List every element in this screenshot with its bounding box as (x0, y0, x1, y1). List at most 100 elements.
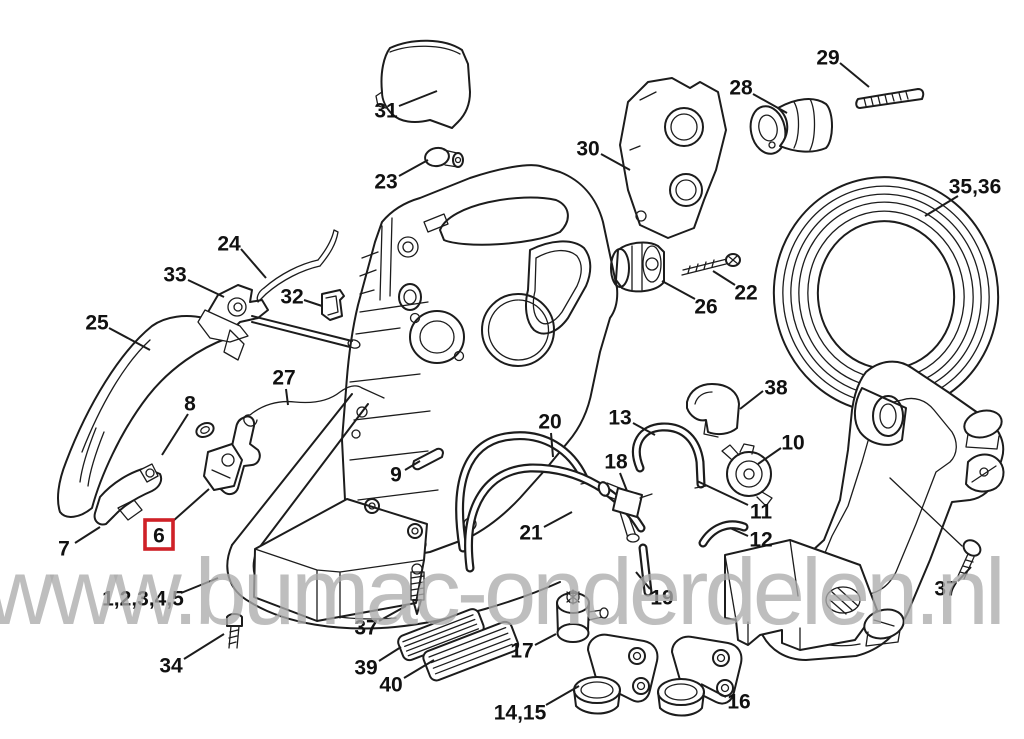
part-bracket-32 (321, 289, 345, 321)
part-number-label-26: 26 (694, 296, 717, 319)
callout-24: 24 (217, 233, 267, 279)
part-hose-12 (698, 520, 749, 548)
leader-line-27 (285, 388, 289, 406)
leader-line-16 (700, 683, 727, 698)
callout-22: 22 (712, 270, 758, 305)
leader-line-33 (187, 279, 225, 298)
leader-line-20 (550, 432, 554, 458)
part-pad-40 (422, 620, 520, 682)
part-cap-38 (686, 383, 740, 438)
part-number-label-40: 40 (379, 674, 402, 697)
part-fuel-filter (556, 589, 609, 643)
leader-line-24 (240, 248, 267, 279)
part-latch (965, 453, 1005, 493)
callout-9: 9 (390, 460, 421, 487)
part-top-shroud (375, 39, 471, 129)
leader-line-29 (839, 62, 870, 88)
part-number-label-24: 24 (217, 233, 241, 256)
callout-12: 12 (729, 527, 773, 552)
part-hose-13 (631, 422, 707, 489)
part-interlock-washer (195, 421, 215, 439)
part-knob-bottom (863, 608, 905, 647)
highlight-box-6 (143, 518, 175, 551)
part-number-label-7: 7 (58, 538, 70, 561)
part-stud-29 (855, 88, 925, 109)
leader-line-6 (172, 488, 210, 522)
callout-40: 40 (379, 659, 435, 697)
callout-27: 27 (272, 367, 296, 406)
leader-line-21 (543, 511, 573, 528)
leader-line-39 (378, 646, 402, 662)
leader-line-17 (534, 633, 557, 646)
part-number-label-19: 19 (650, 587, 673, 610)
part-nut-23 (424, 146, 464, 168)
part-number-label-14-15: 14,15 (494, 702, 547, 725)
part-number-label-35-36: 35,36 (949, 176, 1002, 199)
callout-16: 16 (700, 683, 751, 714)
part-number-label-32: 32 (280, 286, 303, 309)
part-number-label-8: 8 (184, 393, 196, 416)
leader-line-34 (183, 633, 225, 660)
part-pin-9 (412, 447, 444, 471)
callout-38: 38 (739, 377, 788, 410)
leader-line-12 (729, 527, 749, 537)
leader-line-23 (398, 159, 429, 177)
callout-19: 19 (635, 571, 674, 610)
part-number-label-23: 23 (374, 171, 397, 194)
leader-line-8 (161, 413, 189, 456)
part-number-label-34: 34 (159, 655, 183, 678)
callout-6: 6 (143, 488, 210, 551)
leader-line-13 (632, 422, 656, 436)
part-number-label-29: 29 (816, 47, 839, 70)
leader-line-25 (108, 327, 151, 351)
leader-line-37-left (378, 605, 407, 622)
part-number-label-33: 33 (163, 264, 186, 287)
part-choke-rod (256, 229, 339, 303)
callout-34: 34 (159, 633, 225, 678)
part-pad-39 (397, 608, 485, 662)
leader-line-7 (74, 526, 101, 544)
leader-line-31 (398, 90, 438, 107)
part-carb-box (253, 498, 428, 622)
part-number-label-18: 18 (604, 451, 628, 474)
part-number-label-13: 13 (608, 407, 631, 430)
callout-13: 13 (608, 407, 656, 436)
part-number-label-39: 39 (354, 657, 377, 680)
callout-8: 8 (161, 393, 196, 456)
part-number-label-1-2-3-4-5: 1,2,3,4,5 (102, 588, 184, 611)
part-av-buffer-right (657, 635, 743, 717)
callout-1-2-3-4-5: 1,2,3,4,5 (102, 577, 219, 611)
callout-26: 26 (661, 280, 718, 319)
leader-line-30 (600, 153, 631, 171)
part-number-label-21: 21 (519, 522, 543, 545)
callout-39: 39 (354, 646, 402, 680)
leader-line-38 (739, 390, 764, 410)
part-intake-boot (749, 98, 833, 155)
part-trigger-lever (93, 463, 163, 526)
callout-10: 10 (757, 432, 805, 465)
callout-28: 28 (729, 77, 788, 114)
part-number-label-9: 9 (390, 464, 402, 487)
part-number-label-6: 6 (153, 525, 165, 548)
leader-line-37-right (957, 566, 972, 582)
leader-line-14-15 (545, 685, 580, 706)
part-number-label-20: 20 (538, 411, 561, 434)
part-number-label-38: 38 (764, 377, 788, 400)
leader-line-32 (303, 299, 323, 307)
part-number-label-27: 27 (272, 367, 295, 390)
part-number-label-10: 10 (781, 432, 804, 455)
part-number-label-22: 22 (734, 282, 757, 305)
part-number-label-17: 17 (510, 640, 533, 663)
leader-line-10 (757, 447, 782, 465)
callout-17: 17 (510, 633, 557, 663)
leader-line-26 (661, 280, 696, 300)
part-handlebar-loop (772, 176, 1000, 414)
part-number-label-12: 12 (749, 529, 772, 552)
leader-line-22 (712, 270, 736, 286)
part-number-label-16: 16 (727, 691, 750, 714)
part-number-label-28: 28 (729, 77, 753, 100)
callout-33: 33 (163, 264, 225, 298)
callout-21: 21 (519, 511, 573, 545)
leader-line-1-2-3-4-5 (180, 577, 219, 594)
